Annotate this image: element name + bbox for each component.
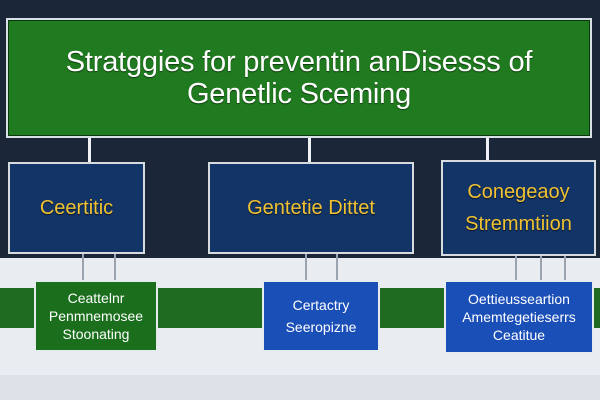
sub-node-2: Certactry Seeropizne (262, 280, 380, 352)
sub-node-1-line-2: Penmnemosee (48, 308, 144, 324)
sub-node-1-line-3: Stoonating (62, 326, 130, 342)
strategy-node-2: Gentetie Dittet (208, 162, 414, 254)
strategy-node-2-label: Gentetie Dittet (247, 197, 375, 219)
strategy-node-1: Ceertitic (8, 162, 145, 254)
sub-node-3-line-2: Amemtegetieserrs (462, 309, 576, 325)
background-band-bottom (0, 375, 600, 400)
diagram-title-line-1: Stratggies for preventin anDisesss of (65, 46, 533, 78)
sub-node-1-line-1: Ceattelnr (67, 290, 125, 306)
connector-title-to-node-2 (308, 138, 311, 162)
sub-node-1: Ceattelnr Penmnemosee Stoonating (34, 280, 158, 352)
sub-node-2-line-1: Certactry (292, 297, 350, 313)
connector-node-2-to-child-b (336, 254, 338, 280)
diagram-title-box: Stratggies for preventin anDisesss of Ge… (6, 18, 592, 138)
strategy-node-3-label-line-1: Conegeaoy (467, 181, 570, 203)
connector-node-1-to-child-b (114, 254, 116, 280)
strategy-node-1-label: Ceertitic (39, 197, 114, 219)
connector-node-1-to-child-a (82, 254, 84, 280)
sub-node-3-line-1: Oettieusseartion (468, 291, 570, 307)
connector-title-to-node-1 (88, 138, 91, 162)
strategy-node-3: Conegeaoy Stremmtiion (441, 160, 596, 256)
sub-node-2-line-2: Seeropizne (285, 319, 357, 335)
sub-node-3-line-3: Ceatitue (492, 327, 546, 343)
connector-node-3-to-child-b (540, 256, 542, 280)
connector-node-2-to-child-a (305, 254, 307, 280)
strategy-node-3-label-line-2: Stremmtiion (465, 213, 572, 235)
connector-node-3-to-child-a (515, 256, 517, 280)
connector-node-3-to-child-c (564, 256, 566, 280)
diagram-title-line-2: Genetlic Sceming (186, 78, 412, 110)
sub-node-3: Oettieusseartion Amemtegetieserrs Ceatit… (444, 280, 594, 354)
connector-title-to-node-3 (486, 138, 489, 160)
